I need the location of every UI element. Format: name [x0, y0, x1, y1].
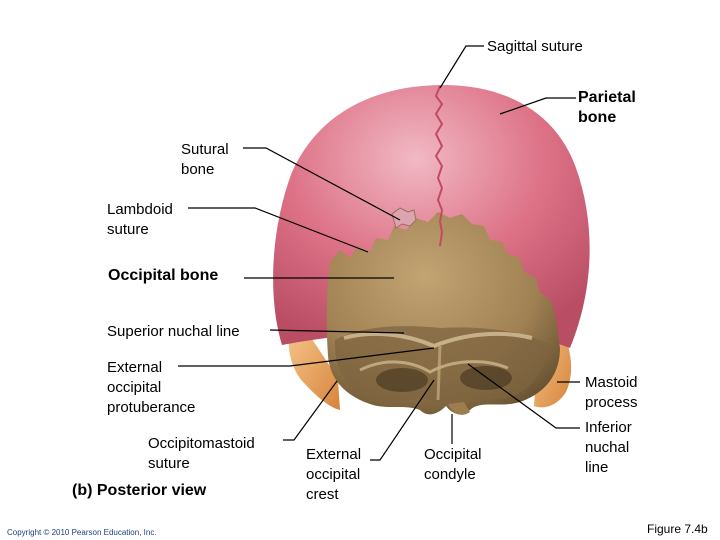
label-sutural-bone: Sutural bone [181, 141, 229, 178]
label-mastoid-process: Mastoid process [585, 374, 638, 411]
label-occipitomastoid-suture: Occipitomastoid suture [148, 435, 255, 472]
leader-sutural-bone [243, 147, 401, 221]
superior-nuchal-line-ridge [343, 331, 533, 349]
label-superior-nuchal-line: Superior nuchal line [107, 323, 240, 340]
figure-number: Figure 7.4b [647, 522, 708, 536]
label-sagittal-suture: Sagittal suture [487, 38, 583, 55]
leader-sagittal-suture [439, 45, 484, 89]
leader-external-occipital-protuberance [178, 347, 435, 367]
sutural-bone-shape [391, 207, 417, 229]
label-parietal-bone: Parietal bone [578, 89, 636, 126]
label-lambdoid-suture: Lambdoid suture [107, 201, 173, 238]
label-occipital-bone: Occipital bone [108, 267, 219, 284]
occipital-condyle-shape [448, 402, 470, 415]
label-external-occipital-protuberance: External occipital protuberance [107, 359, 196, 416]
leader-parietal-bone [499, 97, 576, 115]
leader-lambdoid-suture [188, 207, 369, 253]
leader-inferior-nuchal-line [467, 363, 580, 429]
leader-superior-nuchal-line [269, 329, 405, 334]
label-occipital-condyle: Occipital condyle [424, 446, 482, 483]
leader-occipitomastoid-suture [283, 380, 338, 441]
occipital-crest-ridge [436, 345, 442, 401]
left-condyle-shadow [376, 368, 428, 392]
lower-occipital-shadow [334, 326, 548, 403]
label-external-occipital-crest: External occipital crest [306, 446, 362, 503]
inferior-nuchal-line-ridge [359, 360, 509, 374]
label-inferior-nuchal-line: Inferior nuchal line [585, 419, 632, 476]
right-condyle-shadow [460, 366, 512, 390]
copyright-notice: Copyright © 2010 Pearson Education, Inc. [7, 528, 157, 537]
leader-lines [178, 45, 580, 461]
left-mastoid-process [288, 330, 340, 410]
figure-caption: (b) Posterior view [72, 482, 207, 499]
leader-external-occipital-crest [370, 379, 435, 461]
sagittal-suture-line [434, 85, 444, 247]
